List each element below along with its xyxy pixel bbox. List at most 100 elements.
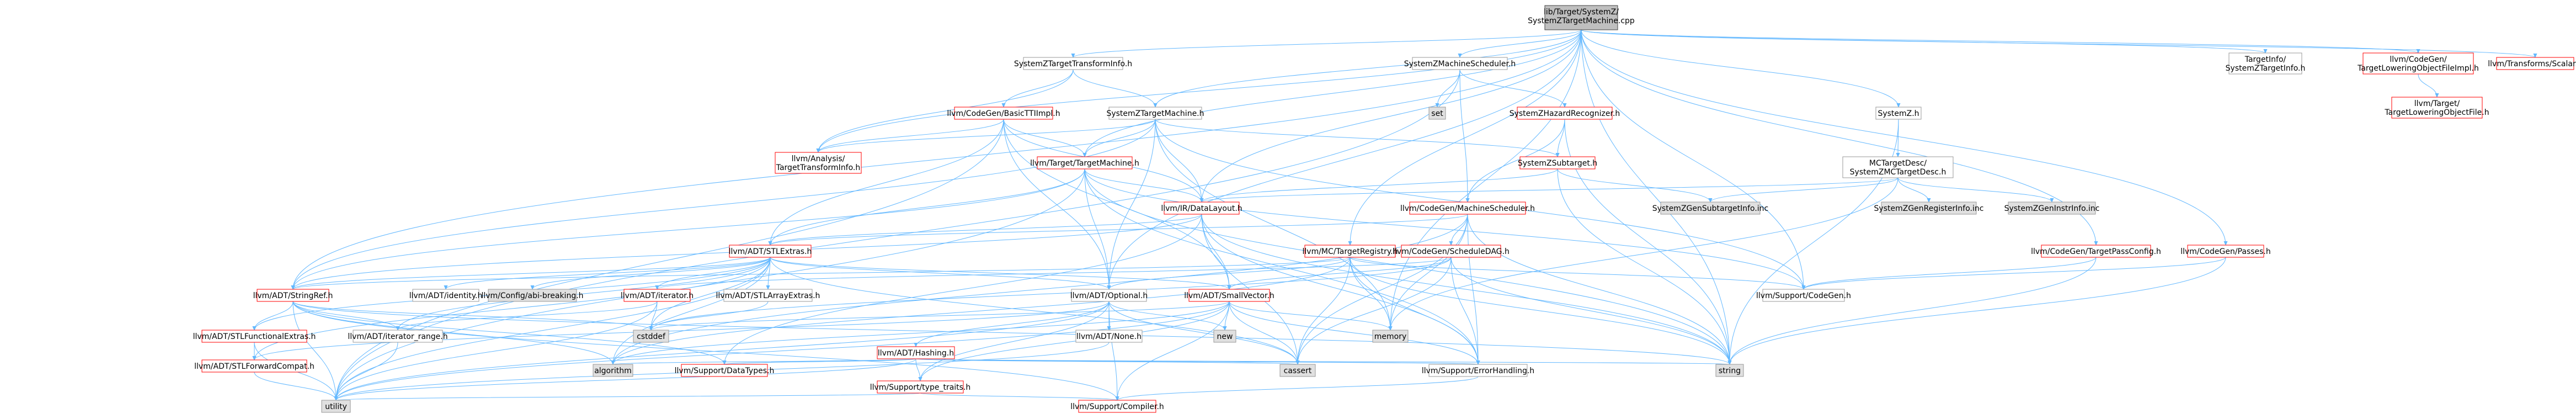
node-systemzmachinescheduler-h[interactable]: SystemZMachineScheduler.h [1404, 57, 1516, 70]
node-label: MCTargetDesc/SystemZMCTargetDesc.h [1850, 159, 1946, 177]
node-systemzgensubtargetinfo-inc[interactable]: SystemZGenSubtargetInfo.inc [1652, 201, 1769, 215]
node-label: llvm/ADT/STLFunctionalExtras.h [193, 332, 316, 341]
edge-mctr-to-strr [293, 257, 1351, 289]
node-llvm-codegen-targetpassconfig-h[interactable]: llvm/CodeGen/TargetPassConfig.h [2031, 245, 2161, 258]
edge-sztm-to-mctr [1350, 29, 1582, 245]
node-box [593, 364, 633, 377]
edge-stle-to-irange [398, 257, 771, 330]
node-algorithm[interactable]: algorithm [593, 364, 633, 377]
node-llvm-adt-stringref-h[interactable]: llvm/ADT/StringRef.h [253, 289, 333, 302]
edge-iter-to-irange [398, 301, 658, 330]
node-mctargetdesc-systemzmctargetdesc-h[interactable]: MCTargetDesc/SystemZMCTargetDesc.h [1842, 156, 1954, 178]
edge-smv-to-tt [920, 301, 1230, 381]
node-llvm-adt-stlarrayextras-h[interactable]: llvm/ADT/STLArrayExtras.h [716, 289, 820, 302]
edge-ttm-to-dl [1084, 168, 1202, 202]
node-systemzhazardrecognizer-h[interactable]: SystemZHazardRecognizer.h [1510, 107, 1620, 120]
node-llvm-codegen-machinescheduler-h[interactable]: llvm/CodeGen/MachineScheduler.h [1400, 201, 1535, 215]
edge-tt-to-util [336, 393, 921, 400]
edge-iter-to-util [336, 301, 658, 400]
node-box [257, 289, 329, 302]
edge-sztm-to-sti [1073, 29, 1582, 57]
edge-shr-to-szst [1558, 119, 1565, 157]
node-systemztargetmachine-h[interactable]: SystemZTargetMachine.h [1106, 107, 1204, 120]
edge-sztm-to-cgp [1581, 29, 2226, 245]
node-llvm-mc-targetregistry-h[interactable]: llvm/MC/TargetRegistry.h [1303, 245, 1398, 258]
node-memory[interactable]: memory [1372, 330, 1409, 343]
node-llvm-adt-stlforwardcompat-h[interactable]: llvm/ADT/STLForwardCompat.h [194, 359, 314, 373]
node-llvm-support-type-traits-h[interactable]: llvm/Support/type_traits.h [870, 380, 971, 394]
node-label: SystemZ.h [1878, 109, 1919, 118]
edge-szst-to-str [1557, 168, 1730, 364]
node-llvm-adt-iterator-h[interactable]: llvm/ADT/iterator.h [621, 289, 694, 302]
node-systemz-h[interactable]: SystemZ.h [1875, 107, 1922, 120]
edge-stle-to-iter [657, 257, 771, 289]
node-label: cassert [1284, 367, 1312, 375]
node-cstddef[interactable]: cstddef [633, 330, 669, 343]
edge-mctd-to-dl [1202, 177, 1898, 202]
node-systemzgenregisterinfo-inc[interactable]: SystemZGenRegisterInfo.inc [1874, 201, 1984, 215]
node-label: llvm/Support/CodeGen.h [1756, 291, 1851, 300]
edge-sms-to-shr [1459, 69, 1565, 107]
node-box [1428, 107, 1446, 120]
node-llvm-config-abi-breaking-h[interactable]: llvm/Config/abi-breaking.h [481, 289, 584, 302]
node-llvm-adt-none-h[interactable]: llvm/ADT/None.h [1075, 330, 1143, 343]
node-llvm-adt-optional-h[interactable]: llvm/ADT/Optional.h [1070, 289, 1148, 302]
node-label: SystemZSubtarget.h [1518, 159, 1597, 168]
edge-tt-to-comp [920, 393, 1117, 400]
node-llvm-transforms-scalar-h[interactable]: llvm/Transforms/Scalar.h [2488, 57, 2576, 70]
edge-smv-to-cstddef [651, 301, 1230, 330]
edge-strr-to-irange [292, 301, 398, 330]
node-llvm-adt-stlextras-h[interactable]: llvm/ADT/STLExtras.h [729, 245, 812, 258]
node-llvm-support-compiler-h[interactable]: llvm/Support/Compiler.h [1070, 400, 1164, 413]
node-llvm-adt-iterator-range-h[interactable]: llvm/ADT/iterator_range.h [348, 330, 448, 343]
node-label: llvm/ADT/STLForwardCompat.h [194, 362, 314, 371]
node-llvm-codegen-targetloweringobjectfileimpl-h[interactable]: llvm/CodeGen/TargetLoweringObjectFileImp… [2357, 52, 2479, 75]
node-label: llvm/IR/DataLayout.h [1161, 204, 1242, 213]
edge-dl-to-sdt [724, 214, 1202, 364]
node-llvm-codegen-scheduledag-h[interactable]: llvm/CodeGen/ScheduleDAG.h [1393, 245, 1510, 258]
node-llvm-support-datatypes-h[interactable]: llvm/Support/DataTypes.h [675, 364, 775, 377]
node-llvm-support-errorhandling-h[interactable]: llvm/Support/ErrorHandling.h [1422, 364, 1534, 377]
edge-stle-to-cassert [770, 257, 1298, 364]
node-targetinfo-systemztargetinfo-h[interactable]: TargetInfo/SystemZTargetInfo.h [2226, 52, 2306, 75]
node-box [1372, 330, 1409, 343]
node-llvm-adt-hashing-h[interactable]: llvm/ADT/Hashing.h [877, 346, 955, 359]
node-llvm-support-codegen-h[interactable]: llvm/Support/CodeGen.h [1756, 289, 1851, 302]
node-box [488, 289, 577, 302]
node-box [1401, 245, 1501, 258]
node-llvm-ir-datalayout-h[interactable]: llvm/IR/DataLayout.h [1161, 201, 1242, 215]
node-lib-target-systemz-systemztargetmachine-cpp[interactable]: lib/Target/SystemZ/SystemZTargetMachine.… [1528, 5, 1635, 30]
edge-stle-to-cstddef [651, 257, 771, 330]
node-string[interactable]: string [1715, 364, 1744, 377]
edge-hash-to-algo [613, 358, 916, 364]
node-box [1164, 201, 1240, 215]
edge-sztmh-to-atti [818, 119, 1156, 152]
edge-mctr-to-errh [1350, 257, 1478, 364]
node-set[interactable]: set [1428, 107, 1446, 120]
node-llvm-target-targetloweringobjectfile-h[interactable]: llvm/Target/TargetLoweringObjectFile.h [2384, 97, 2489, 119]
node-llvm-adt-stlfunctionalextras-h[interactable]: llvm/ADT/STLFunctionalExtras.h [193, 330, 316, 343]
node-llvm-adt-smallvector-h[interactable]: llvm/ADT/SmallVector.h [1184, 289, 1274, 302]
edge-sztmh-to-strr [293, 119, 1156, 289]
edge-errh-to-comp [1117, 376, 1479, 400]
node-llvm-codegen-passes-h[interactable]: llvm/CodeGen/Passes.h [2180, 245, 2271, 258]
edge-cgms-to-stle [770, 214, 1468, 245]
node-box [1762, 289, 1845, 302]
node-systemztargettransforminfo-h[interactable]: SystemZTargetTransformInfo.h [1014, 57, 1132, 70]
node-systemzgeninstrinfo-inc[interactable]: SystemZGenInstrInfo.inc [2004, 201, 2100, 215]
node-llvm-adt-identity-h[interactable]: llvm/ADT/identity.h [409, 289, 483, 302]
node-cassert[interactable]: cassert [1279, 364, 1316, 377]
node-llvm-codegen-basicttiimpl-h[interactable]: llvm/CodeGen/BasicTTIImpl.h [947, 107, 1060, 120]
node-llvm-target-targetmachine-h[interactable]: llvm/Target/TargetMachine.h [1030, 156, 1139, 169]
edge-hash-to-str [915, 358, 1730, 364]
node-new[interactable]: new [1213, 330, 1236, 343]
edge-sti-to-btti [1004, 69, 1074, 107]
edge-cgms-to-errh [1467, 214, 1478, 364]
node-label: SystemZGenRegisterInfo.inc [1874, 204, 1984, 213]
node-llvm-analysis-targettransforminfo-h[interactable]: llvm/Analysis/TargetTransformInfo.h [775, 152, 862, 174]
node-label: algorithm [594, 367, 632, 375]
node-systemzsubtarget-h[interactable]: SystemZSubtarget.h [1518, 156, 1597, 169]
node-box [1715, 364, 1744, 377]
node-label: llvm/ADT/iterator.h [621, 291, 694, 300]
node-utility[interactable]: utility [321, 400, 351, 413]
